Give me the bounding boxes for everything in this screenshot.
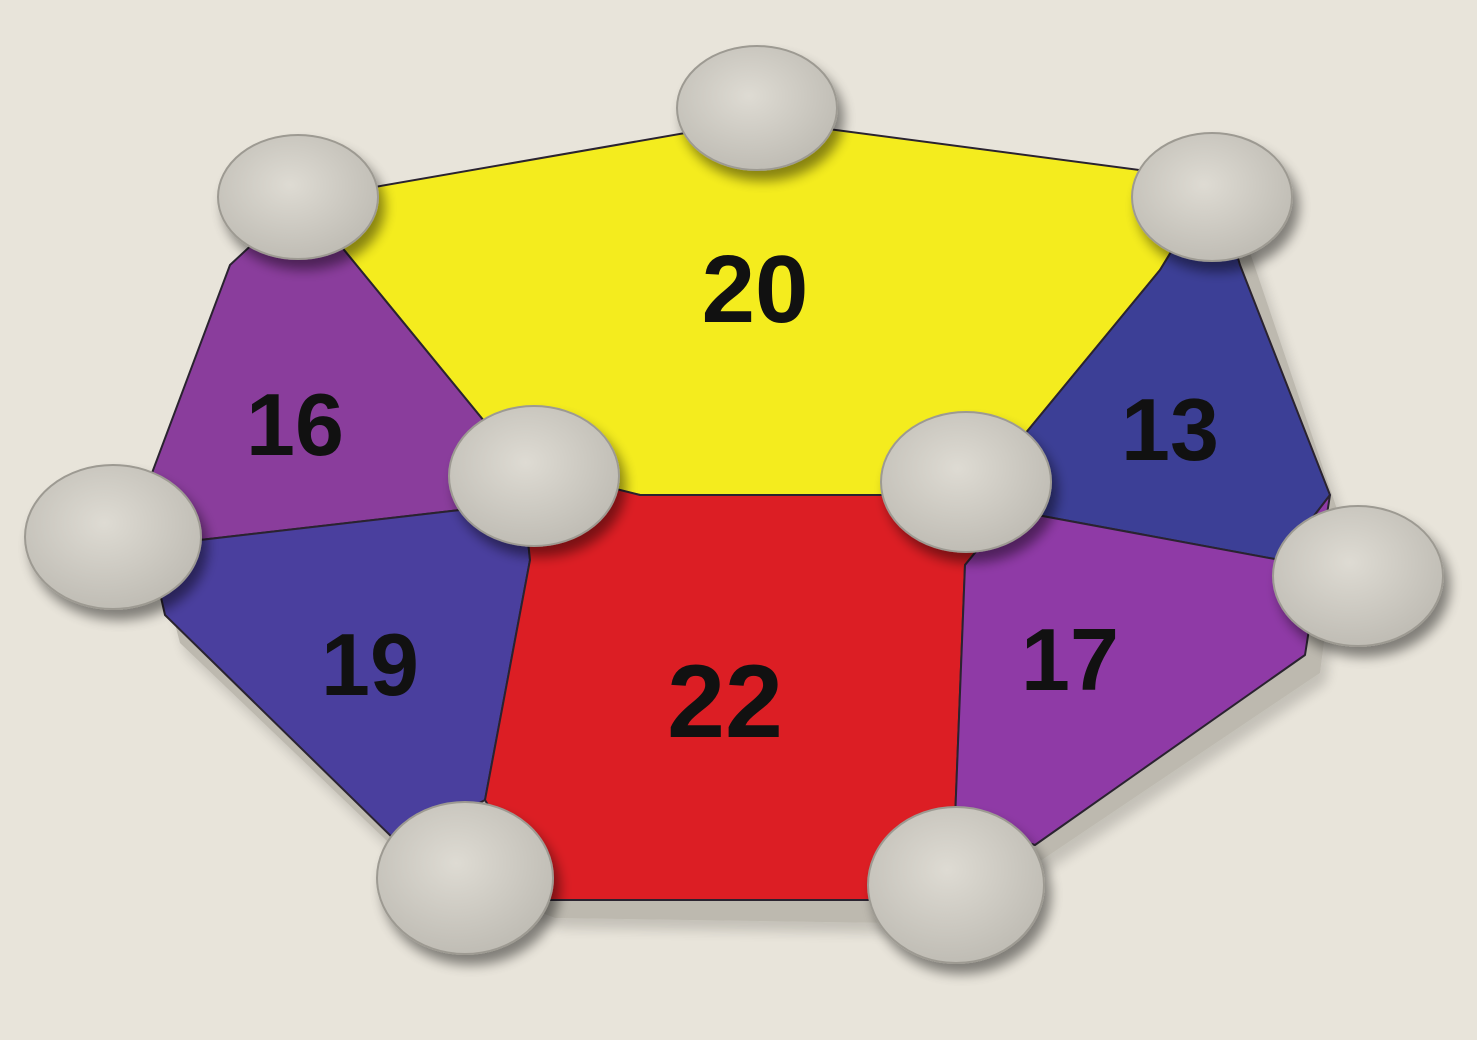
circle-slot-inner-left[interactable] — [449, 406, 619, 546]
circle-slot-left[interactable] — [25, 465, 201, 609]
region-number-upper-right: 13 — [1121, 380, 1219, 479]
circle-slot-bottom-right[interactable] — [868, 807, 1044, 963]
region-number-lower-left: 19 — [321, 615, 419, 714]
region-number-upper-left: 16 — [246, 375, 344, 474]
region-number-bottom: 22 — [667, 644, 783, 760]
circle-slot-top[interactable] — [677, 46, 837, 170]
circle-slot-top-right[interactable] — [1132, 133, 1292, 261]
circle-slot-top-left[interactable] — [218, 135, 378, 259]
circle-slot-inner-right[interactable] — [881, 412, 1051, 552]
region-number-top: 20 — [702, 236, 809, 343]
circle-slot-bottom-left[interactable] — [377, 802, 553, 954]
circle-slot-right[interactable] — [1273, 506, 1443, 646]
region-number-lower-right: 17 — [1021, 610, 1119, 709]
